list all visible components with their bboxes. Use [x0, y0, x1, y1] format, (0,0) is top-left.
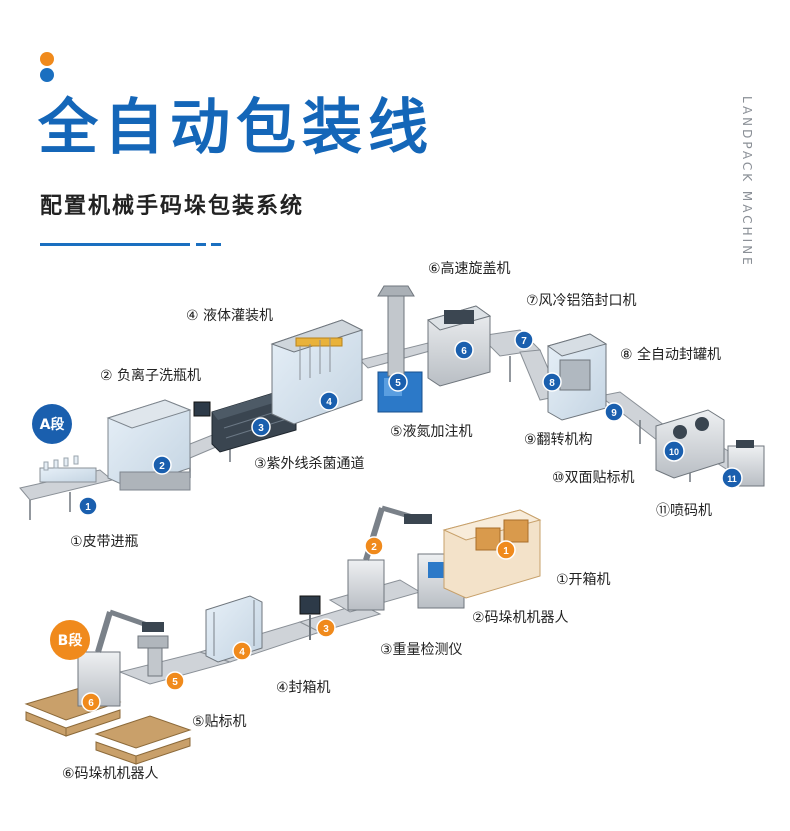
underline-dash	[196, 243, 206, 246]
label-a2: ② 负离子洗瓶机	[100, 368, 202, 384]
marker-b3: 3	[316, 618, 336, 638]
marker-b2: 2	[364, 536, 384, 556]
marker-a8-text: 8	[549, 378, 555, 389]
label-b6: ⑥码垛机机器人	[62, 766, 159, 782]
marker-b6: 6	[81, 692, 101, 712]
brand-vertical-text: LANDPACK MACHINE	[740, 96, 754, 268]
marker-a1-text: 1	[85, 502, 91, 513]
marker-a2-text: 2	[159, 461, 165, 472]
brand-dots	[40, 52, 54, 84]
liquid-filler	[270, 319, 364, 425]
marker-a9-text: 9	[611, 408, 617, 419]
title-underline	[40, 243, 190, 246]
marker-b1: 1	[496, 540, 516, 560]
label-a4: ④ 液体灌装机	[186, 308, 274, 324]
label-a10: ⑩双面贴标机	[552, 470, 635, 486]
marker-b1-text: 1	[503, 546, 509, 557]
label-a6: ⑥高速旋盖机	[428, 261, 511, 277]
label-b3: ③重量检测仪	[380, 642, 463, 658]
label-b5: ⑤贴标机	[192, 714, 247, 730]
label-b2: ②码垛机机器人	[472, 610, 569, 626]
marker-a3-text: 3	[258, 423, 264, 434]
marker-a7-text: 7	[521, 336, 527, 347]
label-a8: ⑧ 全自动封罐机	[620, 347, 722, 363]
label-a1: ①皮带进瓶	[70, 534, 139, 550]
marker-a4: 4	[319, 391, 339, 411]
label-a9: ⑨翻转机构	[524, 432, 593, 448]
marker-a5: 5	[388, 372, 408, 392]
marker-a6: 6	[454, 340, 474, 360]
label-a5: ⑤液氮加注机	[390, 424, 473, 440]
marker-b6-text: 6	[88, 698, 94, 709]
page-subtitle: 配置机械手码垛包装系统	[40, 194, 305, 219]
can-seamer	[546, 333, 608, 421]
checkweigher-b3	[299, 595, 321, 640]
underline-dash	[211, 243, 221, 246]
belt-feeder	[39, 455, 97, 483]
marker-b4-text: 4	[239, 647, 245, 658]
markers-a: 1 2 3 4 5 6 7 8 9 10 11	[78, 330, 743, 516]
marker-a4-text: 4	[326, 397, 332, 408]
marker-b2-text: 2	[371, 542, 377, 553]
case-erector-b1	[442, 509, 542, 599]
marker-a11: 11	[721, 467, 743, 489]
marker-b3-text: 3	[323, 624, 329, 635]
palletizing-robot-b2	[347, 505, 432, 611]
label-b1: ①开箱机	[556, 572, 611, 588]
orange-dot	[40, 52, 54, 66]
marker-a9: 9	[604, 402, 624, 422]
label-a3: ③紫外线杀菌通道	[254, 456, 365, 472]
marker-a11-text: 11	[727, 474, 737, 484]
marker-a1: 1	[78, 496, 98, 516]
marker-b5-text: 5	[172, 677, 178, 688]
label-b4: ④封箱机	[276, 680, 331, 696]
marker-a6-text: 6	[461, 346, 467, 357]
segment-b-badge: B段	[50, 620, 90, 660]
marker-b4: 4	[232, 641, 252, 661]
blue-dot	[40, 68, 54, 82]
labeller-b5	[137, 635, 169, 677]
marker-a3: 3	[251, 417, 271, 437]
label-a7: ⑦风冷铝箔封口机	[526, 293, 637, 309]
marker-a7: 7	[514, 330, 534, 350]
marker-a5-text: 5	[395, 378, 401, 389]
marker-a10-text: 10	[669, 447, 679, 457]
marker-a10: 10	[663, 440, 685, 462]
marker-a2: 2	[152, 455, 172, 475]
segment-a-badge: A段	[32, 404, 72, 444]
marker-b5: 5	[165, 671, 185, 691]
label-a11: ⑪喷码机	[656, 503, 712, 519]
page-title: 全自动包装线	[38, 93, 434, 163]
marker-a8: 8	[542, 372, 562, 392]
markers-b: 1 2 3 4 5 6	[81, 536, 516, 712]
